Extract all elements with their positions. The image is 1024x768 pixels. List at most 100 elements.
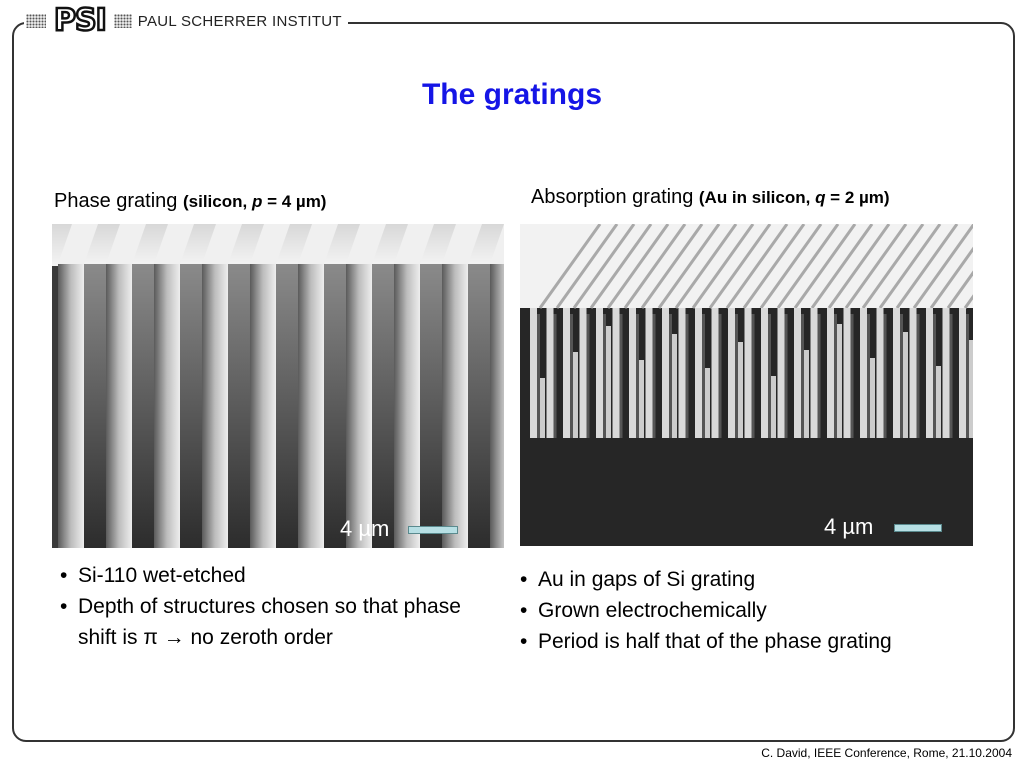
- gold-deposit: [606, 326, 611, 438]
- gold-deposit: [672, 334, 677, 438]
- gold-deposit: [771, 376, 776, 438]
- silicon-fin: [777, 308, 785, 438]
- gold-deposit: [837, 324, 842, 438]
- silicon-fin: [563, 308, 570, 438]
- grating-ridge-wall: [298, 264, 324, 548]
- fin-shadow: [900, 314, 903, 438]
- grating-ridge-wall: [490, 264, 504, 548]
- scale-bar-label: 4 µm: [824, 514, 874, 539]
- grating-gap: [132, 264, 154, 548]
- caption-detail: (Au in silicon, q = 2 µm): [698, 188, 890, 207]
- grating-gap: [468, 264, 490, 548]
- dot-pattern-icon: [113, 14, 132, 28]
- silicon-fin: [612, 308, 620, 438]
- fin-shadow: [784, 314, 788, 438]
- list-item: Period is half that of the phase grating: [516, 626, 996, 657]
- footer-credit: C. David, IEEE Conference, Rome, 21.10.2…: [761, 746, 1012, 760]
- list-item: Au in gaps of Si grating: [516, 564, 996, 595]
- fin-shadow: [883, 314, 887, 438]
- phase-grating-bullets: Si-110 wet-etched Depth of structures ch…: [56, 560, 496, 653]
- grating-ridge-top: [490, 224, 504, 264]
- grating-ridge-top: [106, 224, 146, 264]
- grating-line: [844, 224, 908, 309]
- fin-shadow: [685, 314, 689, 438]
- grating-ridge-top: [442, 224, 482, 264]
- gold-deposit: [738, 342, 743, 438]
- grating-line: [793, 224, 857, 309]
- grating-line: [538, 224, 602, 309]
- grating-gap: [324, 264, 346, 548]
- silicon-fin: [579, 308, 587, 438]
- slide-title: The gratings: [421, 78, 602, 111]
- fin-shadow: [652, 314, 656, 438]
- grating-ridge-wall: [394, 264, 420, 548]
- grating-gap: [180, 264, 202, 548]
- fin-shadow: [933, 314, 936, 438]
- scale-bar-label: 4 µm: [340, 516, 390, 541]
- grating-line: [929, 246, 973, 309]
- fin-shadow: [603, 314, 606, 438]
- grating-line: [946, 270, 973, 309]
- silicon-fin: [662, 308, 669, 438]
- silicon-fin: [629, 308, 636, 438]
- fin-shadow: [850, 314, 854, 438]
- grating-line: [776, 224, 840, 309]
- fin-shadow: [669, 314, 672, 438]
- fin-shadow: [570, 314, 573, 438]
- grating-line: [810, 224, 874, 309]
- grating-ridge-top: [250, 224, 290, 264]
- grating-line: [657, 224, 721, 309]
- grating-gap: [84, 264, 106, 548]
- grating-ridge-top: [346, 224, 386, 264]
- gold-deposit: [936, 366, 941, 438]
- grating-line: [623, 224, 687, 309]
- psi-logo-mark: PSI: [53, 3, 108, 38]
- gold-deposit: [804, 350, 809, 438]
- silicon-fin: [678, 308, 686, 438]
- fin-shadow: [636, 314, 639, 438]
- silicon-fin: [926, 308, 933, 438]
- list-item: Depth of structures chosen so that phase…: [56, 591, 496, 653]
- grating-gap: [276, 264, 298, 548]
- scale-bar: [894, 524, 942, 532]
- silicon-fin: [860, 308, 867, 438]
- grating-line: [674, 224, 738, 309]
- silicon-fin: [546, 308, 554, 438]
- phase-grating-caption: Phase grating (silicon, p = 4 µm): [54, 190, 326, 213]
- silicon-fin: [942, 308, 950, 438]
- grating-line: [742, 224, 806, 309]
- caption-main: Absorption grating: [531, 186, 699, 208]
- grating-gap: [372, 264, 394, 548]
- fin-shadow: [735, 314, 738, 438]
- grating-line: [555, 224, 619, 309]
- fin-shadow: [916, 314, 920, 438]
- absorption-grating-illustration: [520, 224, 973, 546]
- grating-line: [895, 224, 959, 309]
- caption-main: Phase grating: [54, 190, 183, 212]
- absorption-grating-caption: Absorption grating (Au in silicon, q = 2…: [531, 186, 890, 209]
- grating-ridge-wall: [58, 264, 84, 548]
- grating-gap: [228, 264, 250, 548]
- dot-pattern-icon: [26, 14, 46, 28]
- fin-shadow: [801, 314, 804, 438]
- silicon-fin: [711, 308, 719, 438]
- gold-deposit: [969, 340, 973, 438]
- absorption-grating-bullets: Au in gaps of Si grating Grown electroch…: [516, 564, 996, 657]
- list-item: Grown electrochemically: [516, 595, 996, 626]
- fin-shadow: [966, 314, 969, 438]
- grating-ridge-wall: [202, 264, 228, 548]
- grating-line: [725, 224, 789, 309]
- grating-ridge-wall: [154, 264, 180, 548]
- fin-shadow: [586, 314, 590, 438]
- silicon-fin: [744, 308, 752, 438]
- fin-shadow: [834, 314, 837, 438]
- fin-shadow: [817, 314, 821, 438]
- fin-shadow: [751, 314, 755, 438]
- gold-deposit: [573, 352, 578, 438]
- grating-ridge-wall: [442, 264, 468, 548]
- fin-shadow: [619, 314, 623, 438]
- silicon-fin: [959, 308, 966, 438]
- grating-line: [878, 224, 942, 309]
- grating-line: [691, 224, 755, 309]
- grating-ridge-top: [58, 224, 98, 264]
